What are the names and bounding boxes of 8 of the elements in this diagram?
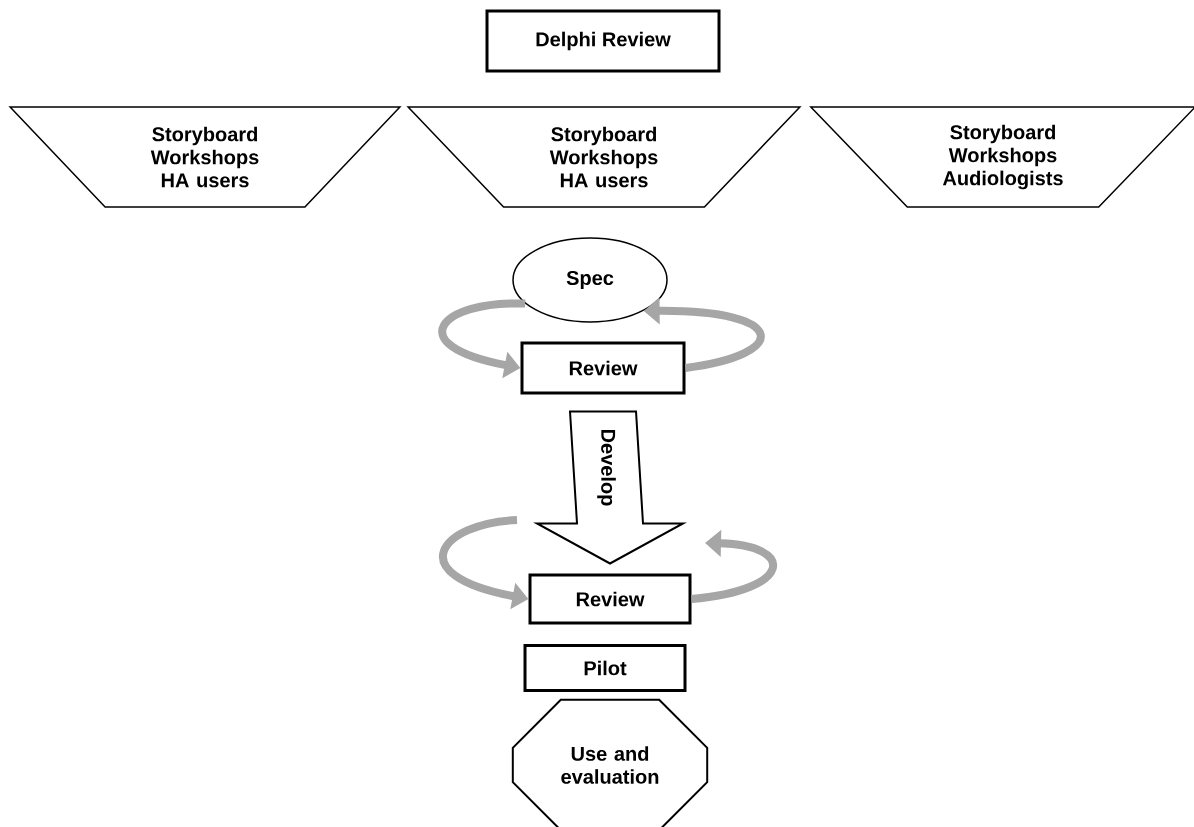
ellipse-node: Spec	[512, 237, 668, 323]
edge-label: Develop	[597, 429, 616, 506]
octagon-node: Use and evaluation	[511, 698, 709, 827]
process-box: Pilot	[523, 644, 687, 692]
process-box: Review	[520, 341, 686, 395]
process-box: Review	[528, 573, 692, 625]
process-box: Delphi Review	[485, 9, 721, 73]
block-arrow	[533, 410, 687, 565]
